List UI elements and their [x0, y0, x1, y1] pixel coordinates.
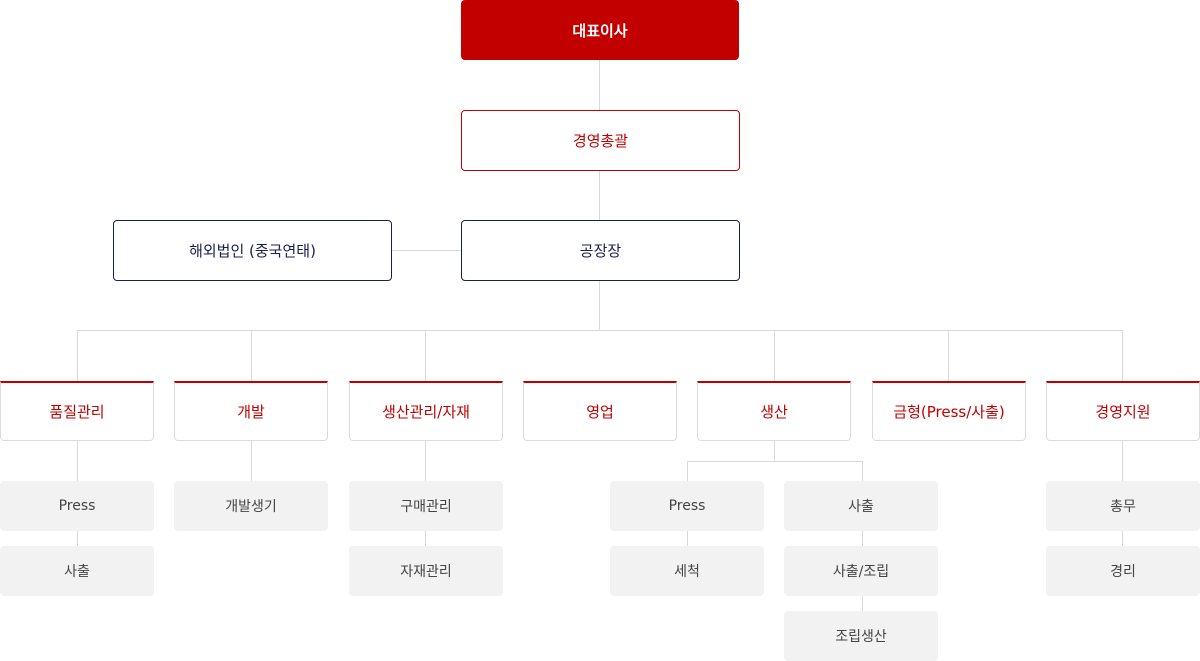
connector-line [1122, 330, 1123, 382]
connector-line [948, 330, 949, 382]
team-production-cleaning: 세척 [610, 546, 764, 596]
team-production-press: Press [610, 481, 764, 531]
team-quality-injection: 사출 [0, 546, 154, 596]
connector-line [599, 59, 600, 111]
connector-line [251, 330, 252, 382]
dept-management-support: 경영지원 [1046, 381, 1200, 441]
team-general-affairs: 총무 [1046, 481, 1200, 531]
connector-line [391, 250, 461, 251]
connector-line [599, 170, 600, 221]
team-purchasing: 구매관리 [349, 481, 503, 531]
dept-quality: 품질관리 [0, 381, 154, 441]
overseas-corporation-box: 해외법인 (중국연태) [113, 220, 392, 281]
team-production-injection: 사출 [784, 481, 938, 531]
connector-line [599, 280, 600, 330]
connector-line [77, 330, 78, 382]
dept-mold: 금형(Press/사출) [872, 381, 1026, 441]
team-dev-equipment: 개발생기 [174, 481, 328, 531]
connector-line [251, 440, 252, 500]
team-accounting: 경리 [1046, 546, 1200, 596]
connector-line [77, 330, 1123, 331]
management-box: 경영총괄 [461, 110, 740, 171]
connector-line [774, 440, 775, 461]
team-materials: 자재관리 [349, 546, 503, 596]
team-production-assembly: 조립생산 [784, 611, 938, 661]
team-production-injection-assembly: 사출/조립 [784, 546, 938, 596]
dept-production-control: 생산관리/자재 [349, 381, 503, 441]
dept-sales: 영업 [523, 381, 677, 441]
ceo-box: 대표이사 [461, 0, 739, 60]
team-quality-press: Press [0, 481, 154, 531]
connector-line [687, 461, 863, 462]
dept-production: 생산 [697, 381, 851, 441]
connector-line [774, 330, 775, 382]
connector-line [425, 330, 426, 382]
factory-manager-box: 공장장 [461, 220, 740, 281]
dept-development: 개발 [174, 381, 328, 441]
